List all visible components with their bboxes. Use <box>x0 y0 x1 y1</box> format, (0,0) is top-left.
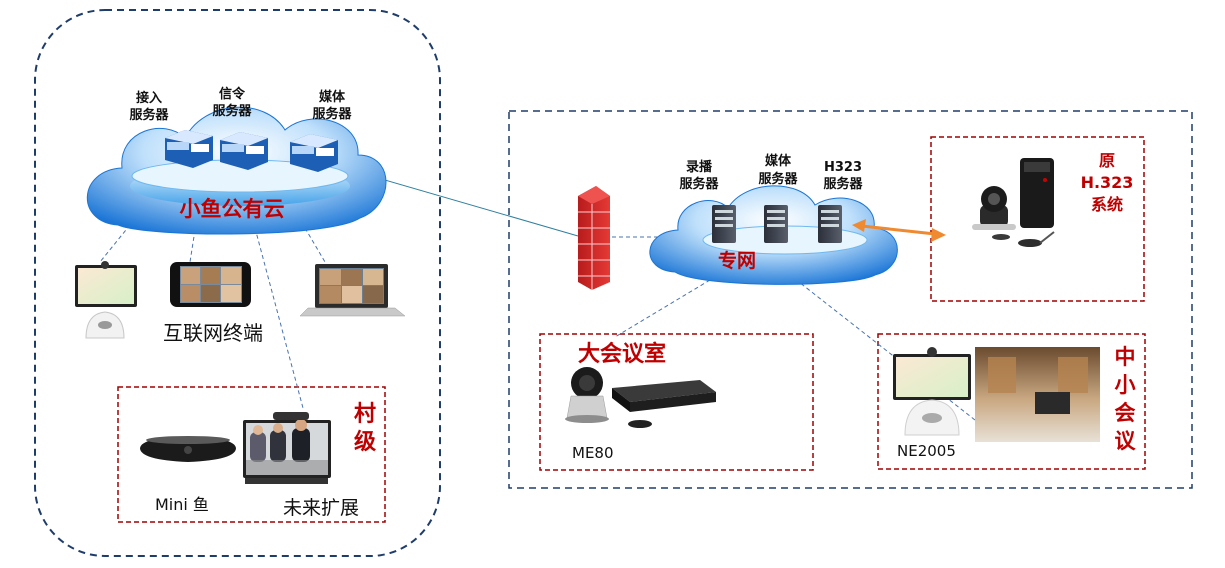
ne2005-terminal-icon <box>893 347 971 436</box>
small-meeting-label-line4: 议 <box>1115 429 1137 453</box>
mini-fish-label: Mini 鱼 <box>155 495 209 514</box>
h323-server-label-line2: 服务器 <box>823 176 863 192</box>
me80-label: ME80 <box>572 444 614 462</box>
private-network-name: 专网 <box>718 249 756 272</box>
small-meeting-label-line2: 小 <box>1115 373 1136 397</box>
future-expansion-label: 未来扩展 <box>283 497 359 519</box>
access-server-icon <box>165 130 213 168</box>
legacy-h323-label-line3: 系统 <box>1091 195 1123 214</box>
link-cloud-village <box>254 227 304 409</box>
firewall-icon <box>578 186 610 290</box>
future-expansion-screen-icon <box>243 412 331 484</box>
small-meeting-devices: NE2005 中 小 会 议 <box>893 345 1137 460</box>
room-cabinet-shape <box>1058 357 1088 393</box>
access-server-label-line1: 接入 <box>136 90 162 106</box>
recording-server-icon <box>712 205 736 243</box>
link-private-large <box>614 279 711 338</box>
media-server-label-line2: 服务器 <box>312 106 352 122</box>
private-media-server-label-line1: 媒体 <box>765 153 792 169</box>
link-cloud-laptop <box>304 227 326 263</box>
tablet-terminal-icon <box>75 261 137 339</box>
h323-bidirectional-link <box>852 219 946 242</box>
media-server-icon <box>290 134 338 172</box>
private-media-server-label-line2: 服务器 <box>758 171 798 187</box>
small-meeting-label-line1: 中 <box>1115 345 1136 369</box>
signaling-server-label-line2: 服务器 <box>212 103 252 119</box>
village-label-line1: 村 <box>354 402 376 427</box>
room-chair-shape <box>1035 392 1070 414</box>
room-window-shape <box>988 357 1016 393</box>
public-server-boxes <box>165 130 338 172</box>
village-label-line2: 级 <box>354 429 376 455</box>
h323-codec-icon <box>1020 158 1054 228</box>
link-cloud-phone <box>189 229 196 263</box>
ne2005-label: NE2005 <box>897 442 956 460</box>
legacy-h323-label-line2: H.323 <box>1081 173 1134 192</box>
private-media-server-icon <box>764 205 788 243</box>
link-cloud-tablet <box>99 224 131 263</box>
small-meeting-region <box>877 333 1146 470</box>
recording-server-label-line1: 录播 <box>686 159 713 175</box>
phone-terminal-icon <box>170 262 251 307</box>
h323-server-label-line1: H323 <box>824 160 862 175</box>
h323-camera-icon <box>972 186 1016 230</box>
me80-camera-icon <box>565 367 609 423</box>
link-public-to-private <box>377 177 579 237</box>
public-cloud-region <box>34 9 441 557</box>
large-meeting-devices: 大会议室 ME80 <box>565 341 716 462</box>
small-meeting-label-line3: 会 <box>1115 401 1136 425</box>
me80-mic-icon <box>628 420 652 428</box>
h323-mic-icon <box>992 231 1055 247</box>
connection-lines <box>99 224 976 421</box>
public-cloud-name: 小鱼公有云 <box>180 197 285 221</box>
internet-terminals: 互联网终端 <box>75 261 406 345</box>
legacy-h323-label-line1: 原 <box>1099 151 1115 170</box>
signaling-server-icon <box>220 132 268 170</box>
legacy-h323-devices: 原 H.323 系统 <box>972 151 1133 247</box>
village-devices: Mini 鱼 未来扩展 村 级 <box>140 402 376 519</box>
large-meeting-label: 大会议室 <box>578 341 666 367</box>
internet-terminal-label: 互联网终端 <box>163 321 263 345</box>
village-region <box>117 386 386 523</box>
me80-codec-icon <box>612 380 716 412</box>
mini-fish-device-icon <box>140 436 236 462</box>
recording-server-label-line2: 服务器 <box>679 176 719 192</box>
legacy-h323-region <box>930 136 1145 302</box>
media-server-label-line1: 媒体 <box>319 89 346 105</box>
private-network-cloud: 录播 服务器 媒体 服务器 H323 服务器 专网 <box>649 153 898 285</box>
access-server-label-line2: 服务器 <box>129 107 169 123</box>
private-network-region <box>508 110 1193 489</box>
large-meeting-region <box>539 333 814 471</box>
h323-server-icon <box>818 205 842 243</box>
public-cloud: 接入 服务器 信令 服务器 媒体 服务器 小鱼公有云 <box>86 86 387 235</box>
laptop-terminal-icon <box>299 264 406 317</box>
signaling-server-label-line1: 信令 <box>219 86 246 102</box>
